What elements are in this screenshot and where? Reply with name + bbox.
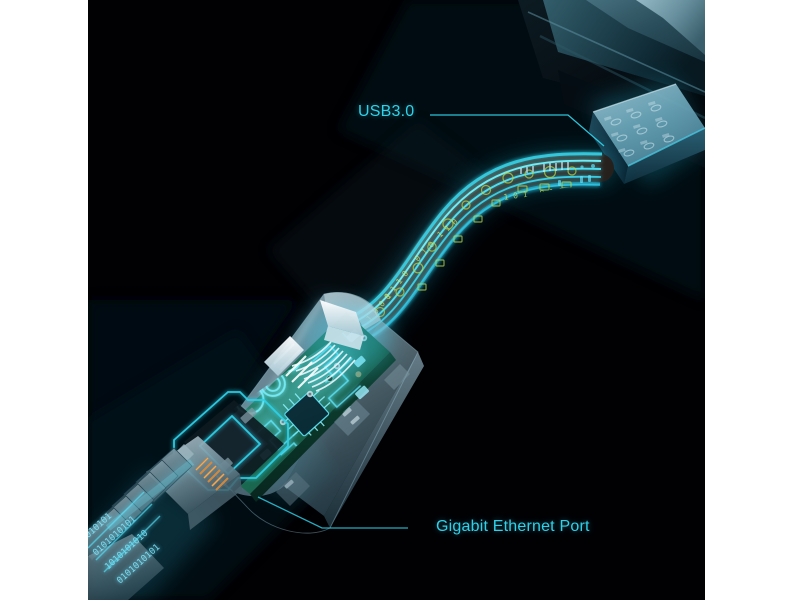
usb-connector-edge-glow — [627, 127, 705, 167]
usb-connector — [588, 78, 705, 186]
adapter-vent-lower — [276, 472, 310, 506]
adapter-vent-upper — [334, 400, 370, 436]
ethernet-cable-jacket — [88, 534, 164, 600]
usb-connector-left-side — [589, 112, 628, 184]
cable-collar-lower — [324, 326, 364, 350]
laptop-light-facet — [636, 0, 705, 55]
callout-label-gigabit-ethernet-port: Gigabit Ethernet Port — [436, 518, 590, 535]
gigabit-leader-line — [257, 496, 408, 529]
rj45-plug-pins — [195, 457, 229, 491]
usb-contact-grid — [604, 100, 675, 157]
adapter-bottom-edge — [324, 352, 424, 528]
ribbon-wire-fan — [291, 341, 356, 392]
background-band-mid — [268, 120, 508, 330]
adapter-vent-top — [384, 364, 410, 390]
product-photo: 1 0 1 0 1 1 1 0 0 1 1 0 1 0 0 1 0 1 0 1 … — [88, 0, 705, 600]
internal-ribbon-wires — [264, 300, 390, 392]
usb-connector-front-side — [624, 128, 705, 184]
rj45-plug-underside — [188, 474, 242, 530]
usb-cable-edge-top — [338, 152, 603, 324]
ethernet-connection: 0101010101 1010101010 0101010101 1010101 — [88, 436, 242, 600]
board-connector-block — [264, 336, 304, 376]
callout-leaders — [257, 114, 605, 529]
usb-leader-line — [430, 114, 605, 147]
usb-cable: 1 0 1 0 1 1 1 0 0 1 1 0 1 0 0 1 0 1 0 1 … — [328, 150, 617, 350]
adapter-side-details — [276, 364, 410, 506]
usb-connector-top-face — [593, 84, 705, 166]
callout-label-usb3: USB3.0 — [358, 103, 415, 120]
rj45-plug-body — [146, 436, 240, 514]
scene-vector-layer: 1 0 1 0 1 1 1 0 0 1 1 0 1 0 0 1 0 1 0 1 … — [88, 0, 705, 600]
laptop-edge-highlight — [527, 11, 705, 93]
usb-connector-rim-highlight — [592, 83, 677, 113]
ethernet-data-core-glow — [105, 459, 195, 531]
cable-strain-relief — [320, 300, 364, 336]
